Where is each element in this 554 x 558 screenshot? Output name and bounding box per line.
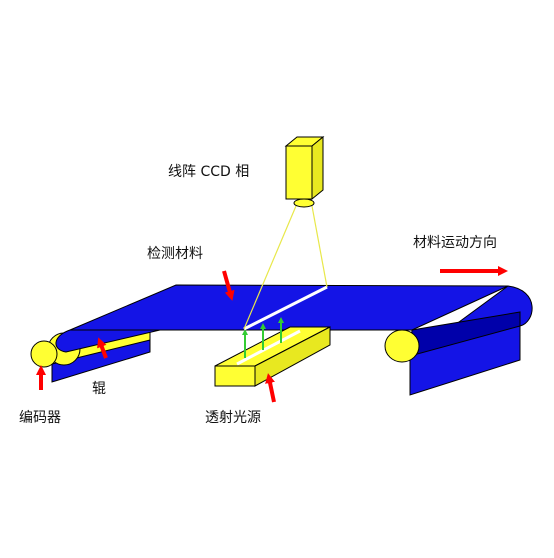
encoder-icon xyxy=(30,340,58,368)
camera-label: 线阵 CCD 相 xyxy=(168,164,250,180)
roller-label: 辊 xyxy=(92,381,106,397)
encoder-label: 编码器 xyxy=(19,410,61,426)
scan-line xyxy=(243,285,328,331)
transmitted-light-label: 透射光源 xyxy=(205,410,261,426)
roller-cylinder-icon xyxy=(384,329,420,363)
motion-direction-label: 材料运动方向 xyxy=(413,235,497,251)
camera-fov xyxy=(243,205,328,330)
right-roller xyxy=(384,285,533,396)
light-bar-icon xyxy=(214,326,331,387)
line-scan-camera-icon xyxy=(284,135,325,208)
light-rays xyxy=(242,317,284,358)
inspected-material-label: 检测材料 xyxy=(147,246,203,262)
annotation-arrows xyxy=(36,266,508,403)
